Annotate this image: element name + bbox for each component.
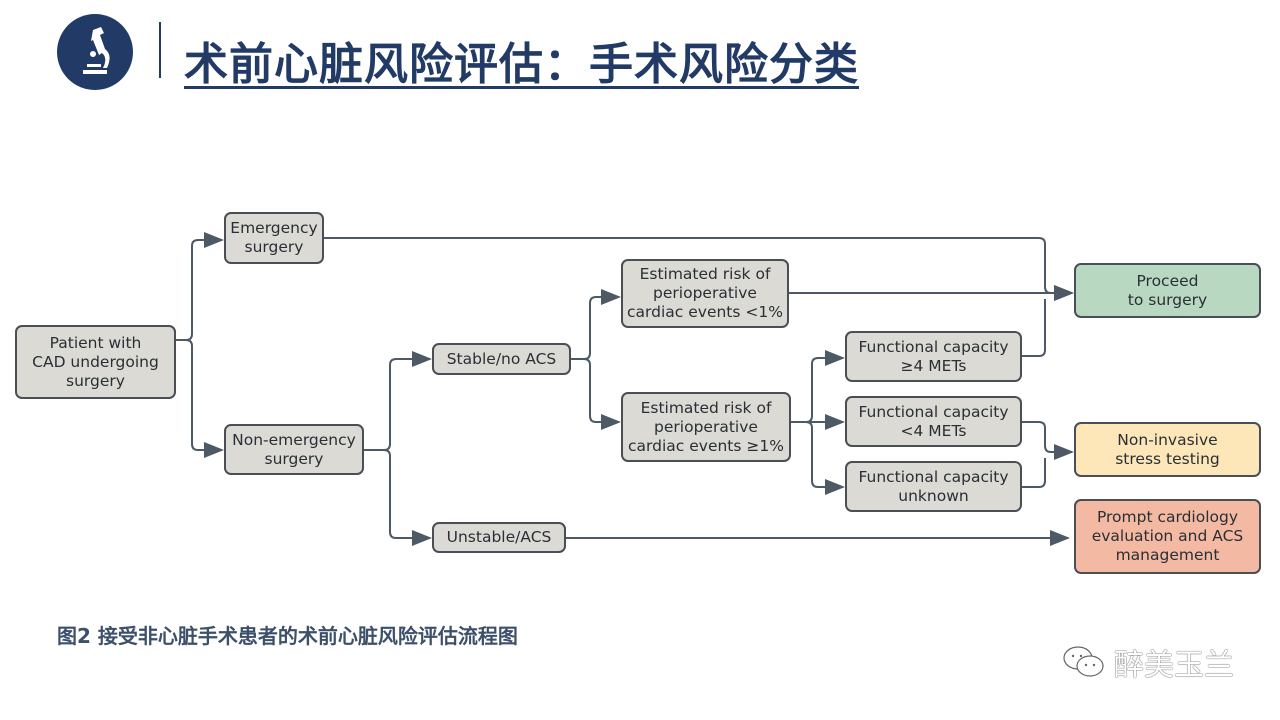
watermark-text: 醉美玉兰 (1114, 648, 1234, 683)
node-fc-unknown: Functional capacity unknown (845, 461, 1022, 512)
page-title: 术前心脏风险评估：手术风险分类 (184, 39, 859, 90)
watermark: 醉美玉兰 (1062, 640, 1234, 684)
edge-nonemergency-unstable (364, 449, 432, 546)
node-non-emergency: Non-emergency surgery (224, 424, 364, 475)
node-stable: Stable/no ACS (432, 343, 571, 375)
edge-stable-riskhigh (571, 358, 621, 430)
edge-fcunknown-stress (1022, 458, 1046, 488)
node-risk-high: Estimated risk of perioperative cardiac … (621, 392, 791, 462)
node-proceed: Proceed to surgery (1074, 263, 1261, 318)
node-patient: Patient with CAD undergoing surgery (15, 325, 176, 399)
microscope-icon (57, 14, 133, 90)
edge-riskhigh-fchigh (791, 350, 845, 423)
node-risk-low: Estimated risk of perioperative cardiac … (621, 259, 789, 328)
edge-riskhigh-fcunknown (791, 421, 845, 495)
node-stress-testing: Non-invasive stress testing (1074, 422, 1261, 477)
edge-fclow-stress (1022, 421, 1074, 460)
edge-stable-risklow (571, 289, 621, 360)
node-emergency: Emergency surgery (224, 212, 324, 264)
wechat-icon (1063, 646, 1104, 677)
edge-patient-emergency (176, 232, 224, 341)
edge-nonemergency-stable (364, 351, 432, 451)
node-prompt-cardiology: Prompt cardiology evaluation and ACS man… (1074, 499, 1261, 574)
node-fc-high: Functional capacity ≥4 METs (845, 331, 1022, 382)
divider (159, 22, 161, 78)
node-unstable: Unstable/ACS (432, 522, 566, 553)
figure-caption: 图2 接受非心脏手术患者的术前心脏风险评估流程图 (57, 624, 518, 648)
edge-patient-nonemergency (176, 339, 224, 458)
node-fc-low: Functional capacity <4 METs (845, 396, 1022, 447)
edge-fchigh-proceed (1022, 299, 1046, 357)
